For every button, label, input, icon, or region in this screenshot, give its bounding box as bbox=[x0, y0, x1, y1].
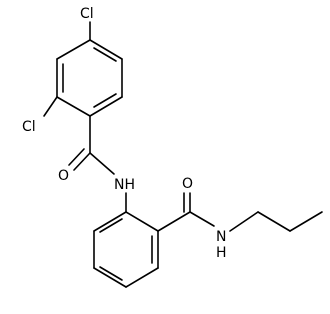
bond-carbonyl1-n bbox=[89, 152, 115, 175]
atom-nh-amide1: NH bbox=[114, 177, 135, 193]
dichlorophenyl-ring bbox=[56, 39, 123, 117]
bond-carbonyl1-o-a bbox=[73, 152, 91, 171]
bond-ring2-carbonyl bbox=[157, 211, 191, 232]
bond-ring1-a bbox=[89, 39, 123, 60]
bond-carbonyl1-o-b bbox=[68, 148, 85, 166]
atom-h-amide2: H bbox=[216, 245, 227, 261]
bond-ring2-a bbox=[125, 211, 159, 232]
atom-o-amide2: O bbox=[182, 176, 193, 192]
bond-c-cl-left bbox=[43, 96, 58, 117]
bond-carbonyl2-n bbox=[189, 211, 215, 227]
bond-n-propyl bbox=[229, 211, 259, 232]
bond-ring2-c bbox=[125, 267, 159, 288]
atom-cl-top: Cl bbox=[80, 6, 94, 22]
bond-ring1-c bbox=[89, 96, 123, 117]
benzene-ring bbox=[93, 211, 159, 288]
bond-ring1-c-inner bbox=[93, 93, 117, 108]
bond-ring1-f bbox=[56, 39, 91, 60]
bond-ring2-f-inner bbox=[99, 218, 123, 233]
bond-ring1-d bbox=[56, 96, 91, 117]
bond-ring1-a-inner bbox=[93, 47, 117, 62]
atom-cl-left: Cl bbox=[22, 119, 36, 135]
atom-o-amide1: O bbox=[58, 168, 69, 184]
bond-propyl-1 bbox=[257, 211, 291, 232]
bond-propyl-2 bbox=[289, 211, 323, 232]
bond-ring2-d-inner bbox=[99, 266, 123, 281]
bond-ring2-f bbox=[93, 211, 127, 232]
bond-ring2-d bbox=[93, 267, 127, 288]
atom-n-amide2: N bbox=[216, 229, 226, 245]
